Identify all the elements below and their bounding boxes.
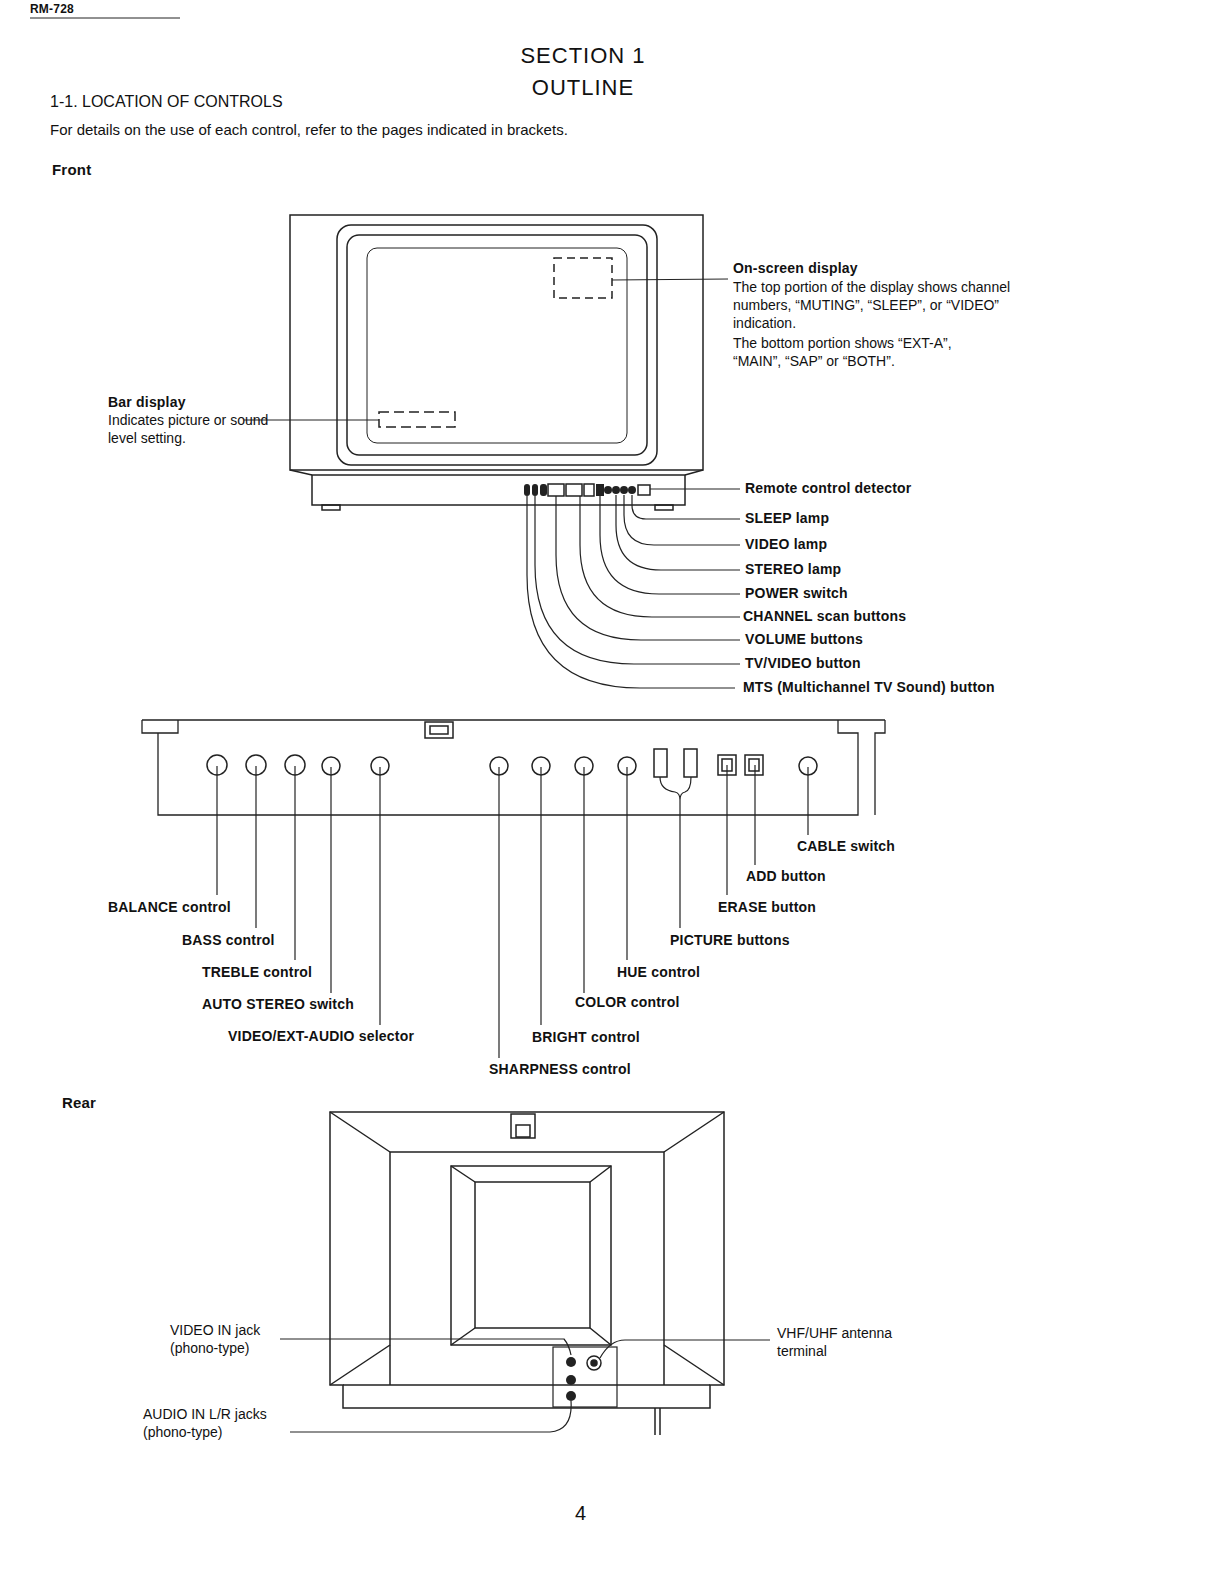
callout-label: ADD button bbox=[746, 867, 906, 885]
callout-heading: On-screen display bbox=[733, 259, 933, 277]
callout-label: PICTURE buttons bbox=[670, 931, 850, 949]
callout-label: ERASE button bbox=[718, 898, 878, 916]
callout-label: TV/VIDEO button bbox=[745, 654, 945, 672]
callout-label: VOLUME buttons bbox=[745, 630, 945, 648]
callout-label: SLEEP lamp bbox=[745, 509, 945, 527]
callout-label: VIDEO lamp bbox=[745, 535, 945, 553]
callout-label: BRIGHT control bbox=[532, 1028, 692, 1046]
screen-bezel bbox=[337, 225, 657, 465]
section-heading: 1-1. LOCATION OF CONTROLS bbox=[50, 92, 350, 113]
callout-label: VHF/UHF antenna terminal bbox=[777, 1324, 937, 1360]
callout-label: SHARPNESS control bbox=[489, 1060, 679, 1078]
rear-leaders bbox=[280, 1339, 770, 1432]
panel-knobs bbox=[207, 749, 817, 777]
callout-label: CABLE switch bbox=[797, 837, 957, 855]
callout-label: AUTO STEREO switch bbox=[202, 995, 382, 1013]
callout-label: Remote control detector bbox=[745, 479, 1005, 497]
page-number: 4 bbox=[575, 1500, 605, 1526]
tv-cabinet bbox=[290, 215, 703, 470]
callout-label: BALANCE control bbox=[108, 898, 268, 916]
callout-label: POWER switch bbox=[745, 584, 945, 602]
callout-label: MTS (Multichannel TV Sound) button bbox=[743, 678, 1043, 696]
callout-heading: Bar display bbox=[108, 393, 258, 411]
front-leaders bbox=[527, 489, 740, 688]
callout-text: Indicates picture or sound level setting… bbox=[108, 411, 278, 447]
page-title: SECTION 1 OUTLINE bbox=[503, 40, 663, 104]
callout-label: TREBLE control bbox=[202, 963, 342, 981]
callout-label: BASS control bbox=[182, 931, 322, 949]
bar-display bbox=[379, 412, 455, 427]
control-panel bbox=[142, 720, 885, 815]
callout-label: STEREO lamp bbox=[745, 560, 945, 578]
callout-text: The top portion of the display shows cha… bbox=[733, 278, 1043, 333]
callout-label: CHANNEL scan buttons bbox=[743, 607, 983, 625]
tv-rear bbox=[330, 1112, 724, 1435]
tv-base bbox=[312, 475, 685, 505]
callout-label: VIDEO/EXT-AUDIO selector bbox=[228, 1027, 448, 1045]
callout-label: HUE control bbox=[617, 963, 757, 981]
page-code: RM-728 bbox=[30, 2, 190, 18]
view-label: Front bbox=[52, 160, 132, 180]
front-buttons bbox=[524, 484, 547, 496]
note: For details on the use of each control, … bbox=[50, 120, 850, 140]
osd-area bbox=[554, 258, 612, 298]
screen bbox=[347, 235, 647, 455]
callout-label: AUDIO IN L/R jacks (phono-type) bbox=[143, 1405, 293, 1441]
callout-label: COLOR control bbox=[575, 993, 735, 1011]
callout-label: VIDEO IN jack (phono-type) bbox=[170, 1321, 300, 1357]
view-label: Rear bbox=[62, 1093, 142, 1113]
callout-text: The bottom portion shows “EXT-A”, “MAIN”… bbox=[733, 334, 993, 370]
